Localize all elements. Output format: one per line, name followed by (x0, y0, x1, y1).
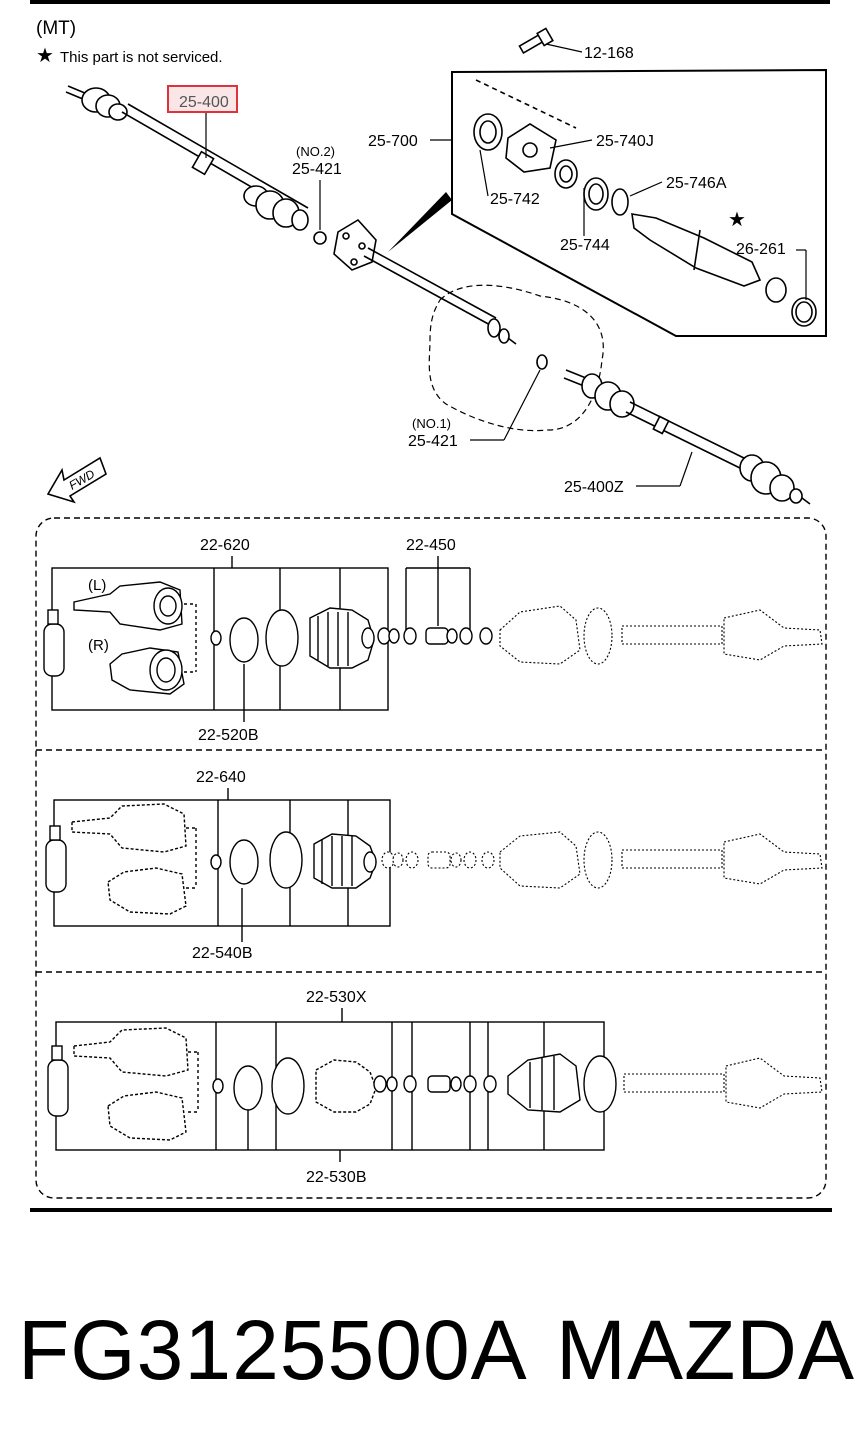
callout-25-421-no2: 25-421 (292, 161, 342, 178)
kits-container (35, 517, 827, 1199)
variant-label: (MT) (36, 18, 76, 39)
kit-3-bottom-label: 22-530B (306, 1169, 367, 1186)
kit-1 (43, 556, 493, 722)
kit-3-shaft-ghost (623, 1057, 823, 1109)
kit-2 (45, 788, 391, 942)
callout-25-744: 25-744 (560, 237, 610, 254)
kit-1-top-label: 22-620 (200, 537, 250, 554)
top-rule (30, 0, 830, 4)
callout-25-421-no1: 25-421 (408, 433, 458, 450)
highlight-box (167, 85, 238, 113)
kit-1-left-label: (L) (88, 577, 106, 594)
callout-25-400Z: 25-400Z (564, 479, 624, 496)
kit-2-top-label: 22-640 (196, 769, 246, 786)
detail-pointer (388, 192, 452, 252)
detail-box (451, 68, 827, 337)
callout-25-740J: 25-740J (596, 133, 654, 150)
leader-lines-upper (205, 43, 807, 487)
callout-12-168: 12-168 (584, 45, 634, 62)
transmission-outline (428, 284, 604, 432)
callout-star: ★ (728, 209, 746, 231)
part-number: FG3125500A (18, 1303, 528, 1397)
bolt-12-168 (518, 27, 554, 55)
kit-2-bottom-label: 22-540B (192, 945, 253, 962)
fwd-arrow-icon: FWD (46, 456, 107, 504)
kit-3 (47, 1008, 617, 1162)
note-text: This part is not serviced. (60, 49, 223, 66)
callout-no2: (NO.2) (296, 144, 335, 159)
brand-name: MAZDA (556, 1303, 855, 1397)
part-caption: FG3125500A MAZDA (0, 1290, 864, 1410)
kit-2-shaft-ghost (381, 831, 823, 889)
kit-1-bottom-label: 22-520B (198, 727, 259, 744)
callout-25-400: 25-400 (179, 94, 229, 111)
clip-no1 (536, 354, 548, 370)
right-drive-shaft (563, 369, 811, 505)
note-star: ★ (36, 45, 54, 67)
kit-1-right-label: (R) (88, 637, 109, 654)
kit-3-top-label: 22-530X (306, 989, 367, 1006)
callout-25-746A: 25-746A (666, 175, 727, 192)
intermediate-shaft (333, 218, 517, 345)
kit-1-shaft-ghost (499, 605, 823, 665)
kit-1-top2-label: 22-450 (406, 537, 456, 554)
detail-parts (473, 79, 817, 327)
callout-25-742: 25-742 (490, 191, 540, 208)
callout-25-700: 25-700 (368, 133, 418, 150)
left-drive-shaft (65, 85, 327, 245)
callout-26-261: 26-261 (736, 241, 786, 258)
bottom-rule (30, 1208, 832, 1212)
callout-no1: (NO.1) (412, 416, 451, 431)
